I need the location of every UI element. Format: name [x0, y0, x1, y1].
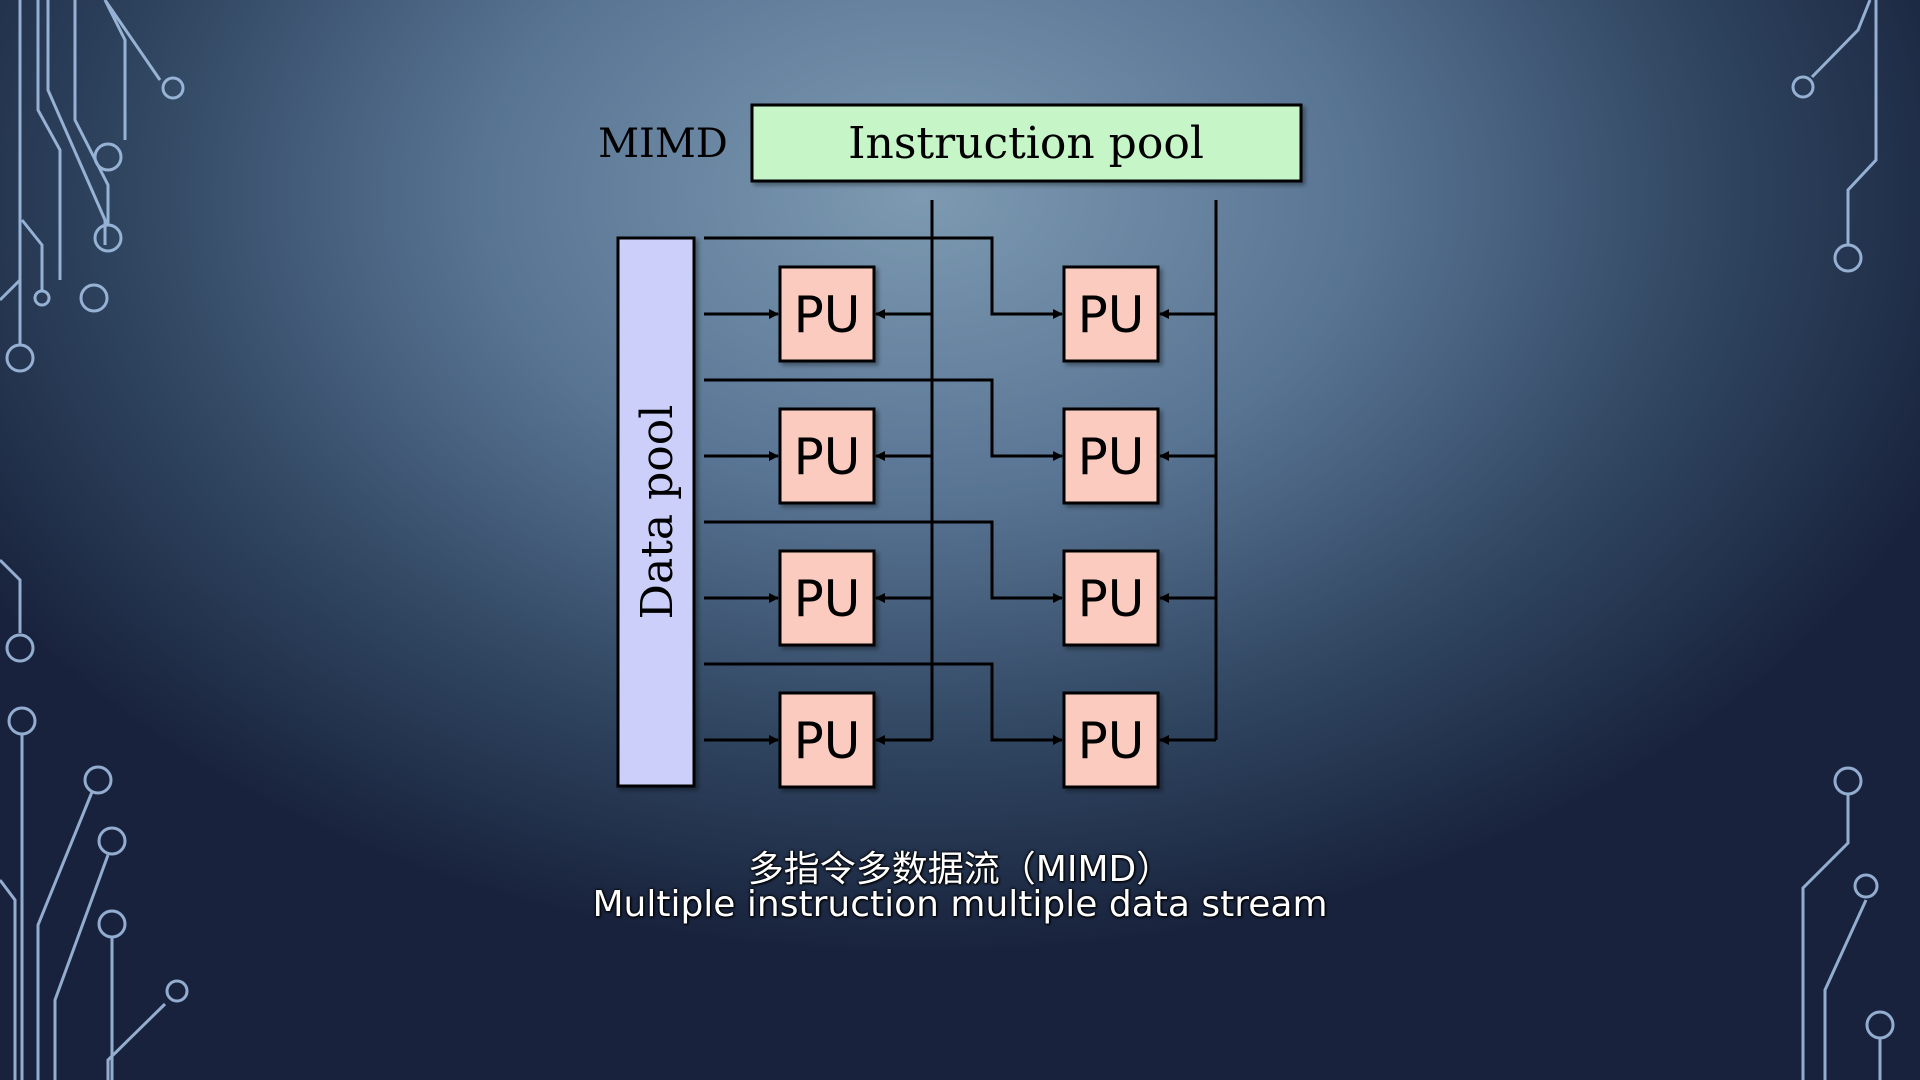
data-arrow-r3-c2 [704, 520, 1063, 603]
pu-label: PU [1078, 570, 1145, 628]
pu-box [778, 549, 876, 647]
instruction-pool-box [750, 103, 1303, 183]
connections [704, 236, 1216, 745]
pu-box [778, 265, 876, 363]
caption-chinese: 多指令多数据流（MIMD） [747, 849, 1173, 890]
pu-r1-c2: PU [1062, 265, 1160, 363]
instruction-pool-label: Instruction pool [848, 118, 1204, 169]
data-arrow-r1-c2 [704, 236, 1063, 319]
pu-box [1062, 691, 1160, 789]
pu-label: PU [1078, 286, 1145, 344]
pu-box [1062, 549, 1160, 647]
pu-r2-c1: PU [778, 407, 876, 505]
pu-label: PU [794, 286, 861, 344]
data-pool-label: Data pool [632, 405, 683, 620]
mimd-label: MIMD [598, 121, 728, 167]
pu-box [778, 407, 876, 505]
pu-label: PU [1078, 428, 1145, 486]
pu-label: PU [1078, 712, 1145, 770]
data-pool-box [616, 236, 696, 788]
pu-r4-c1: PU [778, 691, 876, 789]
pu-box [1062, 265, 1160, 363]
pu-label: PU [794, 428, 861, 486]
pu-box [778, 691, 876, 789]
data-arrow-r2-c2 [704, 378, 1063, 461]
pu-r3-c1: PU [778, 549, 876, 647]
pu-box [1062, 407, 1160, 505]
pu-r3-c2: PU [1062, 549, 1160, 647]
pu-label: PU [794, 712, 861, 770]
pu-r2-c2: PU [1062, 407, 1160, 505]
pu-r4-c2: PU [1062, 691, 1160, 789]
data-arrow-r4-c2 [704, 662, 1063, 745]
caption-english: Multiple instruction multiple data strea… [592, 884, 1328, 925]
pu-r1-c1: PU [778, 265, 876, 363]
pu-label: PU [794, 570, 861, 628]
pu-grid: PU PU PU PU PU PU PU PU [778, 265, 1160, 789]
